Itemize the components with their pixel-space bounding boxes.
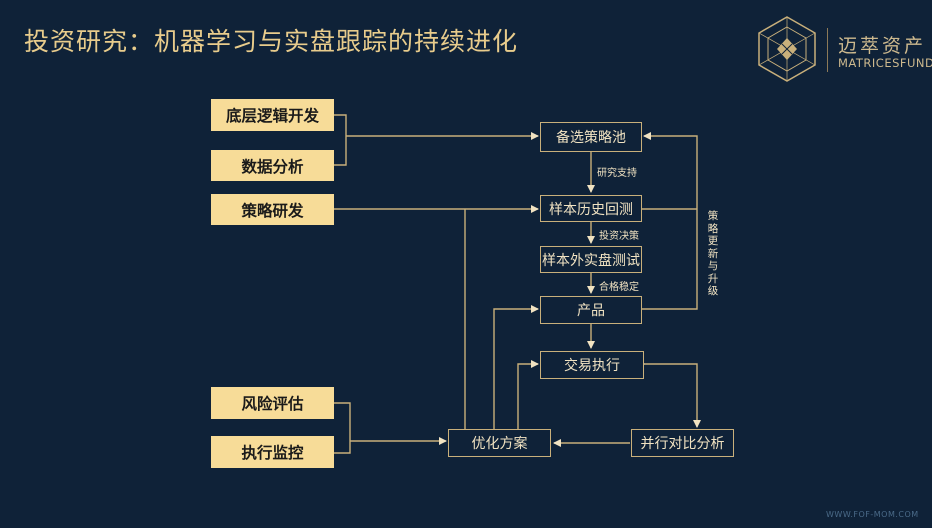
input-box-risk: 风险评估 — [211, 387, 334, 419]
bracket-top-inputs — [334, 114, 347, 166]
edge-feedback-to-pool — [641, 132, 698, 310]
edge-trading-to-compare — [637, 360, 701, 428]
logo-emblem-icon — [758, 16, 816, 82]
input-box-data: 数据分析 — [211, 150, 334, 181]
bracket-bottom-inputs — [334, 402, 351, 454]
node-live-test: 样本外实盘测试 — [540, 246, 642, 273]
edge-optimize-to-product — [493, 305, 539, 429]
input-box-strategy: 策略研发 — [211, 194, 334, 225]
logo-divider — [827, 28, 828, 72]
watermark: WWW.FOF-MOM.COM — [826, 510, 919, 519]
node-trading: 交易执行 — [540, 351, 644, 379]
edge-label-update: 策略更新与升级 — [707, 210, 719, 297]
edge-label-research: 研究支持 — [597, 168, 637, 179]
page-title: 投资研究：机器学习与实盘跟踪的持续进化 — [24, 27, 519, 56]
node-product: 产品 — [540, 296, 642, 324]
edge-label-decision: 投资决策 — [599, 231, 639, 242]
logo-english-name: MATRICESFUND — [838, 56, 932, 70]
node-backtest: 样本历史回测 — [540, 195, 642, 222]
edge-optimize-to-trading — [517, 360, 539, 429]
edge-label-stable: 合格稳定 — [599, 282, 639, 293]
input-box-execution: 执行监控 — [211, 436, 334, 468]
node-strategy-pool: 备选策略池 — [540, 122, 642, 152]
logo-chinese-name: 迈萃资产 — [838, 35, 927, 57]
node-optimize: 优化方案 — [448, 429, 551, 457]
input-box-logic: 底层逻辑开发 — [211, 99, 334, 131]
node-compare: 并行对比分析 — [631, 429, 734, 457]
